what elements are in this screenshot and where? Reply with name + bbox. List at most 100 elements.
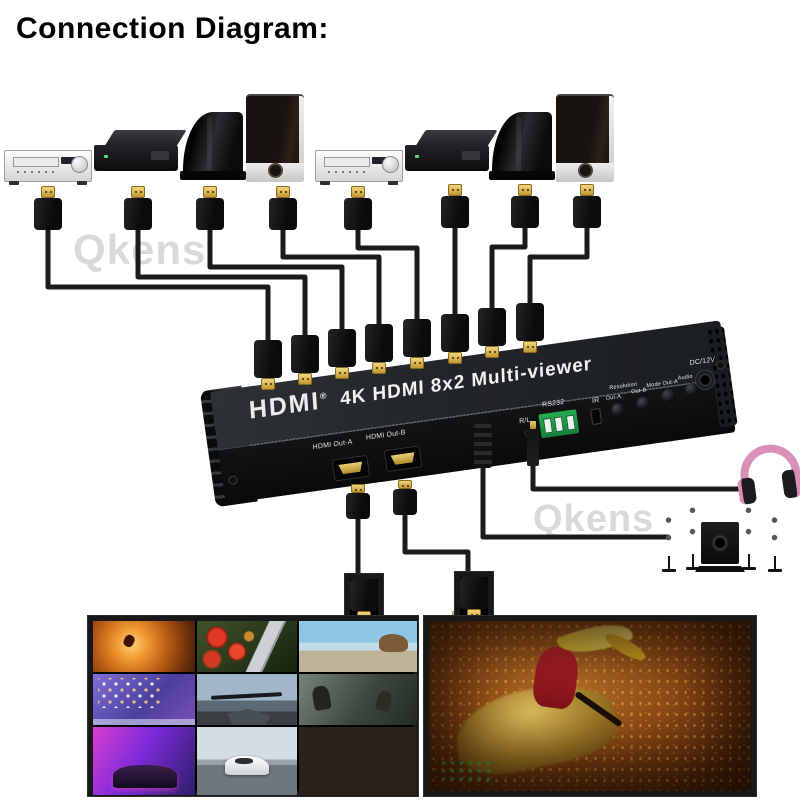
dvd-display <box>61 157 76 164</box>
rs232-pin <box>565 414 576 431</box>
hdmi-gold-tip <box>448 184 462 196</box>
rs232-pin <box>553 415 564 432</box>
rock-shape <box>227 708 271 725</box>
speaker-system-icon <box>655 494 791 582</box>
hdmi-plug-body <box>573 196 601 228</box>
hdmi-port-gold <box>391 452 416 465</box>
pc-logo <box>268 163 283 178</box>
speaker-tower <box>661 510 676 572</box>
cell-surfing-fire-scene <box>93 621 196 672</box>
multiview-display <box>88 616 418 796</box>
stb-panel <box>151 151 169 160</box>
hdmi-plug-icon <box>346 484 370 519</box>
hdmi-gold-tip <box>41 186 55 198</box>
dvd-foot <box>320 181 330 185</box>
hdmi-cable-input-3 <box>207 225 345 334</box>
hdmi-plug-icon <box>511 184 539 228</box>
hdmi-plug-body <box>403 319 431 357</box>
hdmi-cable-input-2 <box>135 225 308 340</box>
game-figure <box>310 684 332 712</box>
hdmi-plug-icon <box>573 184 601 228</box>
dvd-tray <box>13 157 59 167</box>
hdmi-plug-icon <box>269 186 297 230</box>
jack-gold-tip <box>530 421 536 429</box>
hdmi-gold-tip <box>398 480 412 489</box>
pc-logo <box>578 163 593 178</box>
dvd-foot <box>388 181 398 185</box>
car-window <box>235 757 253 764</box>
hdmi-plug-icon <box>344 186 372 230</box>
cell-computer-desktop <box>93 674 196 725</box>
hdmi-cable-input-7 <box>489 219 528 313</box>
hdmi-plug-body <box>516 303 544 341</box>
hdmi-plug-body <box>478 308 506 346</box>
speaker-audio-cable <box>480 459 671 540</box>
desktop-taskbar <box>93 719 196 725</box>
speaker-tower <box>767 510 782 572</box>
hdmi-plug-icon <box>291 335 319 385</box>
hdmi-gold-tip <box>261 378 275 390</box>
hdmi-plug-icon <box>196 186 224 230</box>
hdmi-cable-input-4 <box>280 225 382 329</box>
hdmi-cable-output-b <box>402 509 471 581</box>
watermark-text: Qkens <box>533 498 655 540</box>
dvd-display <box>372 157 387 164</box>
dvd-knob <box>382 156 399 173</box>
subwoofer-base <box>695 566 745 572</box>
subwoofer-driver <box>711 534 729 552</box>
hdmi-plug-icon <box>365 324 393 374</box>
hdmi-plug-body <box>344 198 372 230</box>
fire-dancer-scene <box>429 621 751 791</box>
speaker-foot <box>767 569 782 572</box>
console-sheen <box>207 116 212 174</box>
hdmi-plug-body <box>196 198 224 230</box>
hdmi-gold-tip <box>351 186 365 198</box>
registered-mark: ® <box>319 390 329 402</box>
hdmi-gold-tip <box>298 373 312 385</box>
dvd-tray <box>324 157 370 167</box>
fullscreen-display <box>424 616 756 796</box>
rifle-shape <box>211 692 283 701</box>
hdmi-plug-body <box>441 196 469 228</box>
pc-side-panel <box>609 96 614 182</box>
page-title: Connection Diagram: <box>16 12 329 45</box>
hdmi-gold-tip <box>372 362 386 374</box>
speaker-foot <box>661 569 676 572</box>
dvd-player-icon <box>315 150 403 185</box>
speaker-foot <box>685 567 700 570</box>
headphone-audio-cable <box>530 457 751 492</box>
speaker-pole <box>691 554 694 567</box>
subwoofer <box>695 522 745 572</box>
cell-rifle-outdoor-scene <box>197 674 297 725</box>
stb-led <box>415 155 419 158</box>
speaker-tower <box>741 498 756 570</box>
console-base <box>180 171 246 180</box>
hdmi-gold-tip <box>335 367 349 379</box>
hdmi-plug-icon <box>441 314 469 364</box>
hdmi-plug-icon <box>254 340 282 390</box>
hdmi-port-gold <box>338 462 363 475</box>
hdmi-plug-body <box>254 340 282 378</box>
dvd-foot <box>9 181 19 185</box>
console-base <box>489 171 555 180</box>
speaker-pole <box>773 556 776 569</box>
hdmi-plug-body <box>291 335 319 373</box>
hdmi-gold-tip <box>523 341 537 353</box>
set-top-box-icon <box>94 128 187 176</box>
hdmi-plug-icon <box>328 329 356 379</box>
hdmi-plug-body <box>346 493 370 519</box>
beach-rock <box>379 634 408 652</box>
hdmi-gold-tip <box>410 357 424 369</box>
dvd-player-icon <box>4 150 92 185</box>
scene-vignette <box>429 621 751 791</box>
multiview-grid <box>93 621 417 795</box>
dvd-buttons <box>328 171 330 173</box>
desktop-icons <box>98 678 162 708</box>
hdmi-plug-icon <box>34 186 62 230</box>
hdmi-plug-body <box>365 324 393 362</box>
hdmi-plug-body <box>393 489 417 515</box>
rs232-pin <box>542 417 553 434</box>
hdmi-gold-tip <box>485 346 499 358</box>
